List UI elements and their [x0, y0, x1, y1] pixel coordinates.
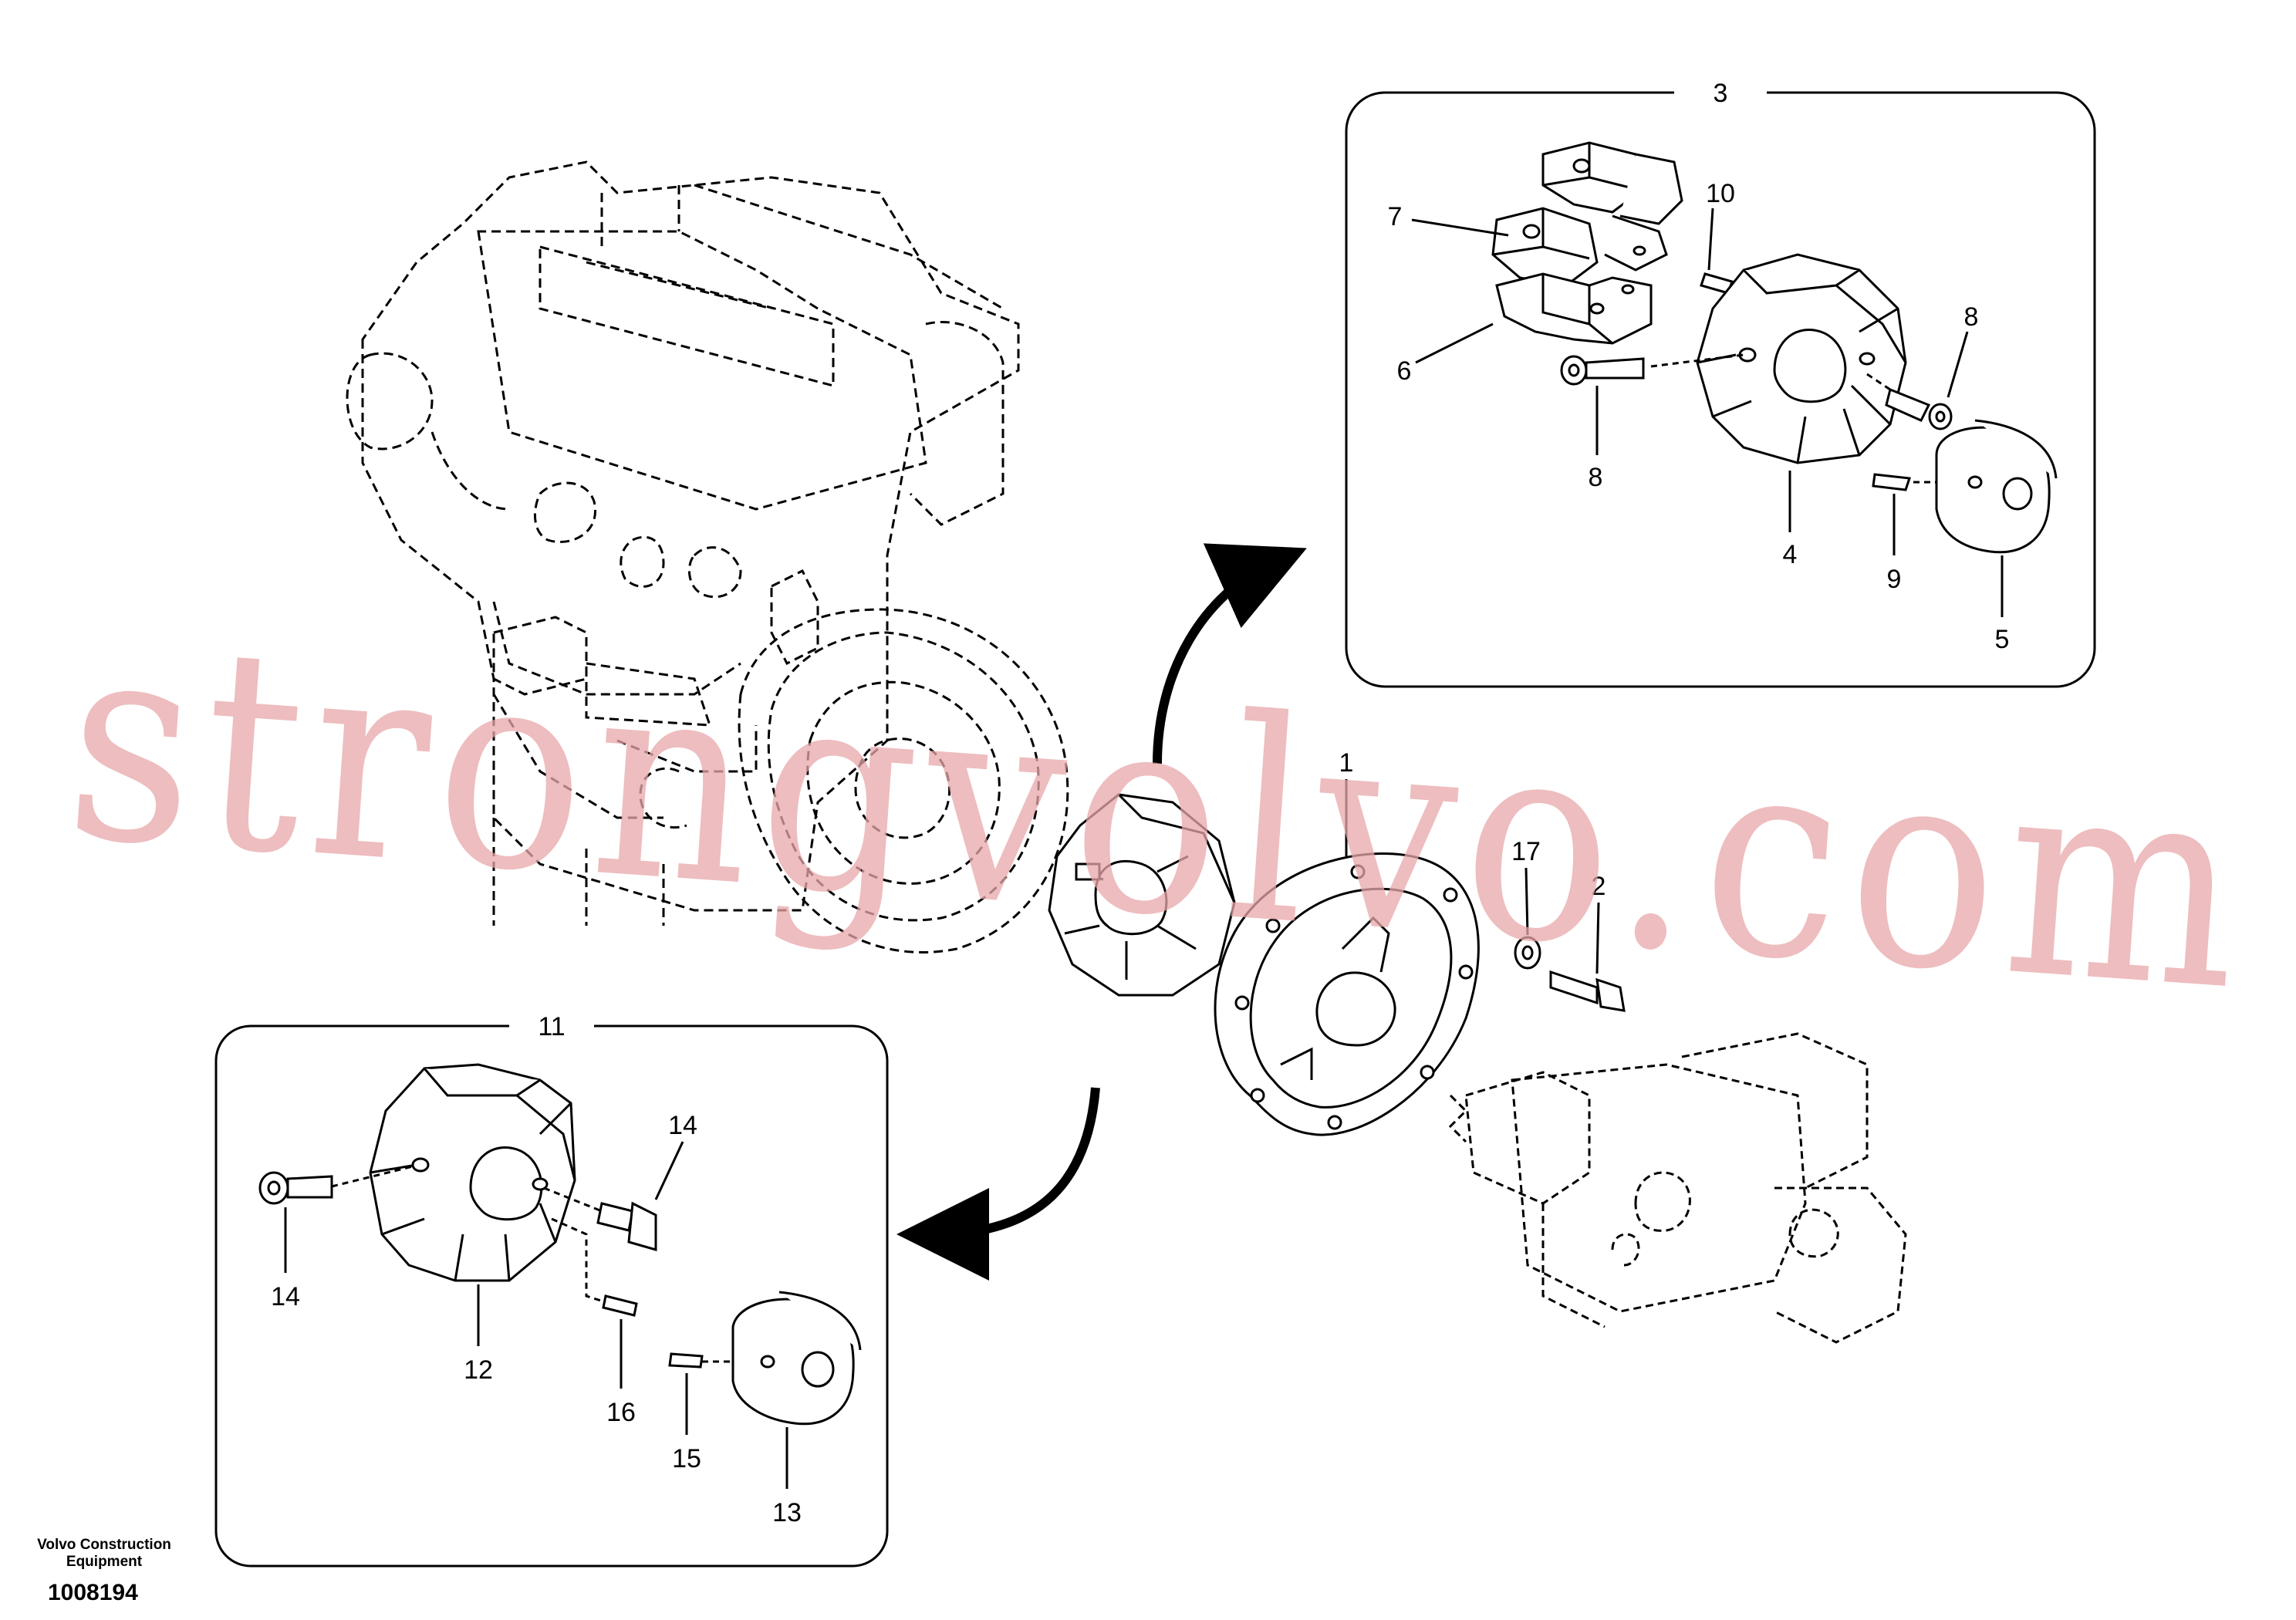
- spider-block-upper: [1541, 141, 1683, 225]
- callout-4: 4: [1783, 540, 1798, 569]
- coupling-main: [1048, 793, 1236, 997]
- callout-9: 9: [1887, 565, 1902, 594]
- callout-14-right: 14: [668, 1111, 697, 1140]
- callout-17: 17: [1511, 837, 1541, 866]
- arrow-to-inset-3: [1153, 543, 1307, 764]
- spider-block-middle: [1491, 207, 1668, 287]
- hub-5: [1935, 419, 2058, 554]
- flange-plate: [1214, 852, 1480, 1136]
- callout-5: 5: [1995, 625, 2010, 654]
- engine-outline: [346, 160, 1069, 953]
- callout-15: 15: [672, 1444, 701, 1473]
- pin-9: [1872, 473, 1912, 491]
- callout-1: 1: [1339, 748, 1354, 778]
- callout-2: 2: [1592, 872, 1606, 901]
- callout-11: 11: [538, 1012, 565, 1041]
- washer: [1514, 936, 1541, 970]
- document-number: 1008194: [48, 1580, 138, 1605]
- coupling-body-12: [369, 1063, 576, 1282]
- callout-12: 12: [464, 1355, 493, 1385]
- hub-13: [731, 1291, 862, 1426]
- callout-7: 7: [1388, 202, 1403, 231]
- company-name: Volvo Construction Equipment: [31, 1537, 177, 1571]
- bolt-8-right: [1885, 387, 1953, 430]
- callout-13: 13: [772, 1498, 802, 1527]
- bolt-14-right: [596, 1201, 657, 1251]
- callout-10: 10: [1706, 179, 1735, 208]
- bolt-14-left: [258, 1171, 333, 1205]
- pin-15: [668, 1352, 704, 1369]
- callout-8-left: 8: [1589, 463, 1603, 492]
- pin-16: [602, 1294, 638, 1317]
- leader-lines-inset-11: [284, 1141, 788, 1489]
- spider-block-lower: [1495, 272, 1653, 345]
- company-line-1: Volvo Construction: [37, 1537, 171, 1553]
- callout-14-left: 14: [271, 1282, 300, 1311]
- hydraulic-pump: [1448, 1032, 1907, 1344]
- callout-8-right: 8: [1964, 302, 1979, 332]
- callout-16: 16: [606, 1398, 636, 1427]
- bolt-8-left: [1560, 355, 1645, 386]
- leader-lines-inset-3: [1411, 208, 2004, 617]
- callout-3: 3: [1714, 79, 1728, 108]
- arrow-to-inset-11: [896, 1087, 1100, 1281]
- leader-lines-main: [1345, 779, 1600, 974]
- callout-6: 6: [1397, 356, 1412, 386]
- callout-labels: 3 7 10 6 8 8 4 9 5 1 17 2 11 14 14 12 16…: [271, 79, 2009, 1527]
- company-line-2: Equipment: [66, 1554, 143, 1570]
- bolt-2: [1549, 970, 1626, 1012]
- coupling-body-4: [1696, 253, 1907, 464]
